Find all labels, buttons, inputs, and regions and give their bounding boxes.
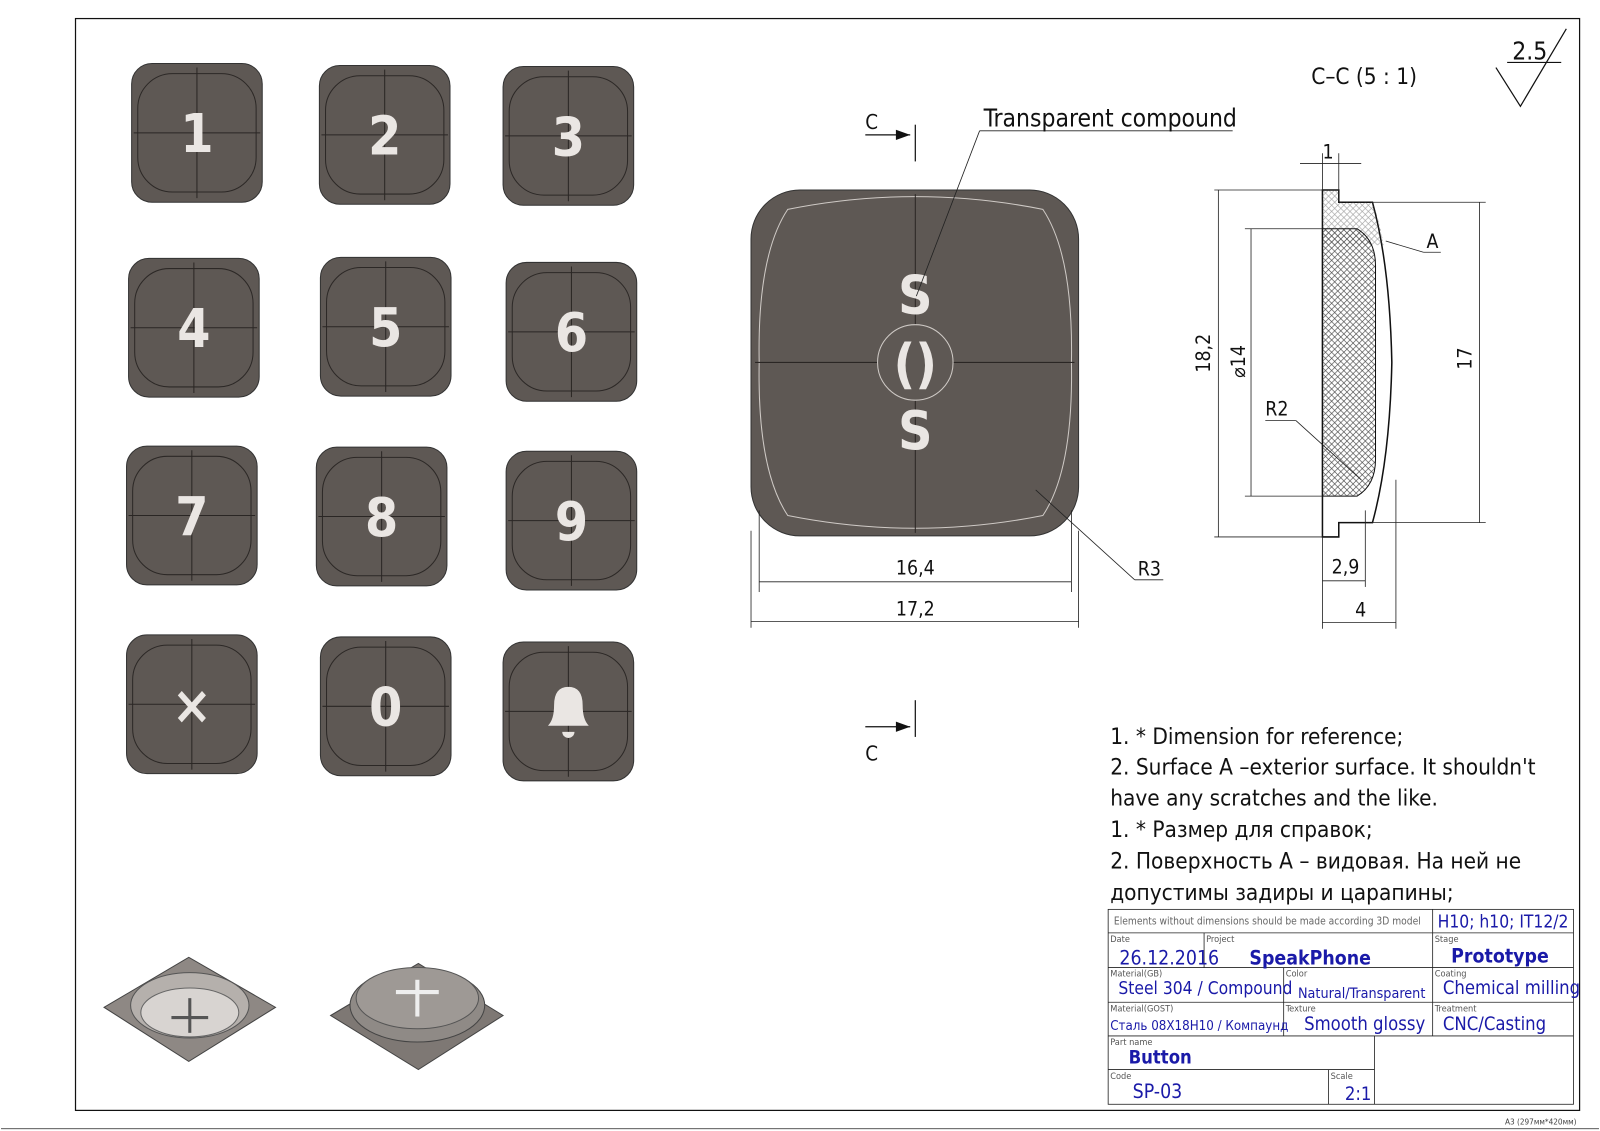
surface-a-label: A bbox=[1427, 230, 1439, 253]
color-value: Natural/Transparent bbox=[1298, 986, 1425, 1002]
keypad-button: 9 bbox=[505, 450, 638, 591]
tolerance: H10; h10; IT12/2 bbox=[1438, 913, 1569, 933]
keypad-button bbox=[502, 641, 635, 782]
cut-label-top: C bbox=[865, 110, 878, 134]
material-gost-label: Material(GOST) bbox=[1110, 1003, 1173, 1014]
part-name-value: Button bbox=[1129, 1047, 1192, 1068]
bell-icon bbox=[547, 686, 589, 738]
key-label: × bbox=[172, 675, 212, 737]
dim-radius-outer: R3 bbox=[1138, 558, 1161, 581]
stage-value: Prototype bbox=[1451, 944, 1549, 967]
note-line: 1. * Размер для справок; bbox=[1110, 817, 1372, 843]
sos-circle: () bbox=[893, 333, 937, 395]
texture-value: Smooth glossy bbox=[1304, 1014, 1425, 1035]
part-name-label: Part name bbox=[1110, 1037, 1152, 1048]
coating-label: Coating bbox=[1435, 969, 1467, 980]
front-view: S () S Transparent compound C C 16,4 17,… bbox=[750, 104, 1237, 765]
material-gb-value: Steel 304 / Compound bbox=[1118, 979, 1292, 999]
project-label: Project bbox=[1206, 934, 1235, 945]
key-label: 2 bbox=[368, 105, 401, 167]
code-label: Code bbox=[1110, 1071, 1131, 1082]
date-value: 26.12.2016 bbox=[1119, 946, 1219, 969]
dim-rim: 1 bbox=[1322, 140, 1333, 163]
section-label: C–C (5 : 1) bbox=[1311, 64, 1417, 90]
isometric-view-front bbox=[329, 962, 505, 1071]
sheet-frame bbox=[74, 17, 1581, 1112]
dim-width-outer: 17,2 bbox=[896, 598, 935, 621]
keypad-button: 6 bbox=[505, 261, 638, 402]
note-line: have any scratches and the like. bbox=[1110, 785, 1438, 811]
color-label: Color bbox=[1286, 969, 1308, 980]
project-value: SpeakPhone bbox=[1249, 946, 1371, 969]
dim-height-total: 18,2 bbox=[1192, 334, 1215, 373]
note-line: 2. Поверхность А – видовая. На ней не bbox=[1110, 849, 1521, 875]
dim-depth-total: 4 bbox=[1355, 599, 1366, 622]
cut-label-bottom: C bbox=[865, 741, 878, 765]
key-label: 4 bbox=[177, 298, 210, 360]
scale-value: 2:1 bbox=[1345, 1084, 1372, 1105]
sheet-format: A3 (297мм*420мм) bbox=[1505, 1117, 1577, 1127]
key-label: 9 bbox=[555, 491, 588, 553]
keypad-button: 1 bbox=[131, 62, 263, 203]
key-label: 6 bbox=[555, 302, 588, 364]
scale-label: Scale bbox=[1331, 1071, 1353, 1082]
section-view: C–C (5 : 1) 18,2 ⌀14 17 1 2,9 4 A R2 bbox=[1192, 64, 1486, 629]
stage-label: Stage bbox=[1435, 934, 1459, 945]
technical-notes: 1. * Dimension for reference; 2. Surface… bbox=[1110, 724, 1535, 906]
roughness-value: 2.5 bbox=[1512, 36, 1547, 65]
isometric-view-back bbox=[103, 956, 277, 1063]
note-line: 1. * Dimension for reference; bbox=[1110, 724, 1403, 750]
key-label: 1 bbox=[180, 103, 213, 165]
date-label: Date bbox=[1110, 934, 1130, 945]
note-line: допустимы задиры и царапины; bbox=[1110, 880, 1453, 906]
dim-width-inner: 16,4 bbox=[896, 557, 935, 580]
roughness-symbol: 2.5 bbox=[1495, 28, 1567, 108]
dim-radius-inner: R2 bbox=[1265, 398, 1288, 421]
coating-value: Chemical milling bbox=[1443, 978, 1580, 999]
material-gost-value: Сталь 08Х18Н10 / Компаунд bbox=[1110, 1019, 1288, 1034]
sos-letter: S bbox=[898, 264, 932, 326]
material-gb-label: Material(GB) bbox=[1110, 969, 1162, 980]
key-label: 0 bbox=[369, 677, 402, 739]
texture-label: Texture bbox=[1285, 1003, 1316, 1014]
keypad-button: 7 bbox=[126, 445, 258, 586]
keypad-button: 4 bbox=[128, 257, 260, 398]
dim-height-right: 17 bbox=[1453, 347, 1476, 369]
code-value: SP-03 bbox=[1133, 1080, 1183, 1103]
key-label: 3 bbox=[552, 106, 585, 168]
keypad-button: 3 bbox=[502, 66, 635, 206]
title-block: Elements without dimensions should be ma… bbox=[1107, 908, 1580, 1105]
dim-diameter: ⌀14 bbox=[1227, 345, 1250, 378]
keypad-button: 0 bbox=[319, 636, 452, 777]
treatment-value: CNC/Casting bbox=[1443, 1014, 1546, 1035]
general-note: Elements without dimensions should be ma… bbox=[1114, 917, 1421, 928]
keypad-button: 2 bbox=[318, 64, 451, 205]
keypad-views: 1 2 3 4 5 6 7 8 9 × 0 bbox=[126, 62, 638, 782]
keypad-button: 5 bbox=[319, 256, 452, 397]
key-label: 5 bbox=[369, 297, 402, 359]
keypad-button: × bbox=[126, 634, 258, 775]
sos-letter: S bbox=[898, 400, 932, 462]
key-label: 8 bbox=[365, 487, 398, 549]
dim-depth-inner: 2,9 bbox=[1332, 556, 1360, 579]
compound-callout: Transparent compound bbox=[983, 104, 1237, 133]
note-line: 2. Surface A –exterior surface. It shoul… bbox=[1110, 755, 1535, 781]
key-label: 7 bbox=[175, 486, 208, 548]
keypad-button: 8 bbox=[315, 446, 448, 587]
treatment-label: Treatment bbox=[1434, 1003, 1478, 1014]
